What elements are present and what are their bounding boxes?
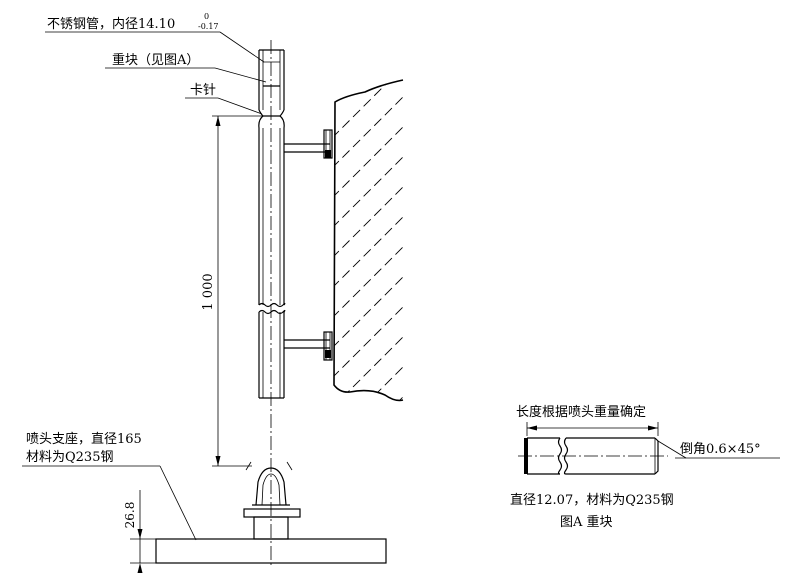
detail-a-title: 图A 重块 xyxy=(560,514,613,530)
wall-section xyxy=(333,79,404,402)
label-steel-tube-tol-lower: -0.17 xyxy=(198,22,219,31)
weight-cylinder xyxy=(518,437,668,475)
detail-a-bottom-note: 直径12.07，材料为Q235钢 xyxy=(510,493,674,508)
detail-a-top-note: 长度根据喷头重量确定 xyxy=(516,404,646,420)
label-weight: 重块（见图A） xyxy=(112,52,199,68)
dimension-base-height: 26.8 xyxy=(123,490,158,573)
leader-weight: 重块（见图A） xyxy=(105,52,267,83)
leader-base: 喷头支座，直径165 材料为Q235钢 xyxy=(22,432,197,541)
label-pin: 卡针 xyxy=(190,83,216,98)
dimension-base-height-text: 26.8 xyxy=(123,502,137,529)
main-view: 1 000 26.8 不锈钢管，内径14.10 0 -0.17 重块（见图A） xyxy=(22,12,404,573)
detail-a-chamfer: 倒角0.6×45° xyxy=(680,442,761,457)
detail-a: 长度根据喷头重量确定 倒角0.6×45° 直径12.07，材料为Q235钢 图A… xyxy=(510,404,780,530)
sprinkler-nozzle xyxy=(243,461,301,540)
leader-steel-tube: 不锈钢管，内径14.10 0 -0.17 xyxy=(45,12,265,63)
upper-bracket xyxy=(284,129,333,159)
label-base-line1: 喷头支座，直径165 xyxy=(26,432,142,447)
dimension-length: 1 000 xyxy=(201,115,264,467)
label-base-line2: 材料为Q235钢 xyxy=(26,450,113,465)
vertical-pipe xyxy=(258,115,286,399)
base-plate xyxy=(155,538,387,564)
steel-tube-top xyxy=(258,49,285,117)
label-steel-tube-tol-upper: 0 xyxy=(204,12,209,21)
lower-bracket xyxy=(284,331,333,361)
dimension-length-text: 1 000 xyxy=(201,273,216,310)
leader-pin: 卡针 xyxy=(185,83,263,115)
label-steel-tube: 不锈钢管，内径14.10 xyxy=(47,16,175,32)
